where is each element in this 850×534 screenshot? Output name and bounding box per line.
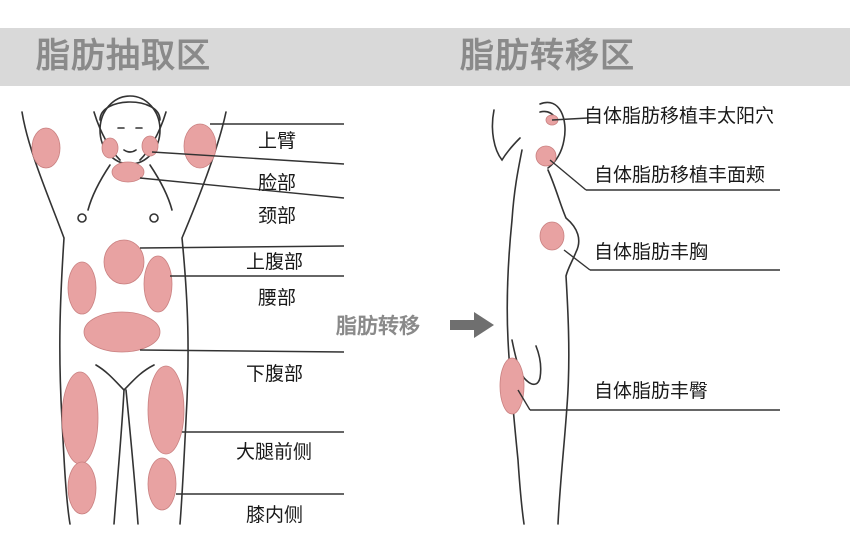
label-front-thigh: 大腿前侧 [236,441,313,463]
zone-upper-arm-left [31,127,61,169]
zone-waist-right [143,255,173,313]
label-face: 脸部 [258,172,297,194]
zone-face-left [101,137,119,159]
zone-breast [539,221,565,251]
zone-upper-abdomen [103,239,145,285]
side-fat-zones [499,114,565,415]
zone-buttock [499,357,525,415]
label-inner-knee: 膝内侧 [246,504,304,526]
side-body-figure [491,101,580,525]
label-neck: 颈部 [258,205,297,227]
zone-waist-left [67,261,97,315]
zone-face-right [141,135,159,157]
front-fat-zones [31,123,217,515]
zone-upper-arm-right [183,123,217,169]
label-waist: 腰部 [258,287,297,309]
extraction-title: 脂肪抽取区 [36,36,211,76]
label-buttock: 自体脂肪丰臀 [594,380,709,402]
label-temple: 自体脂肪移植丰太阳穴 [584,105,775,127]
label-breast: 自体脂肪丰胸 [594,241,709,263]
transfer-title: 脂肪转移区 [460,36,635,76]
label-cheek: 自体脂肪移植丰面颊 [594,164,766,186]
zone-lower-abdomen [83,311,161,353]
zone-neck [111,161,145,183]
label-upper-arm: 上臂 [258,130,297,152]
zone-knee-right [147,457,177,511]
right-arrow-icon [450,312,494,338]
front-leader-lines [139,123,345,495]
zone-thigh-right [147,365,185,455]
transfer-arrow-label: 脂肪转移 [336,314,420,338]
zone-thigh-left [61,371,99,465]
header-band [0,28,850,86]
side-leader-lines [517,117,780,411]
zone-knee-left [67,461,97,515]
label-lower-abdomen: 下腹部 [246,363,304,385]
label-upper-abdomen: 上腹部 [246,251,304,273]
